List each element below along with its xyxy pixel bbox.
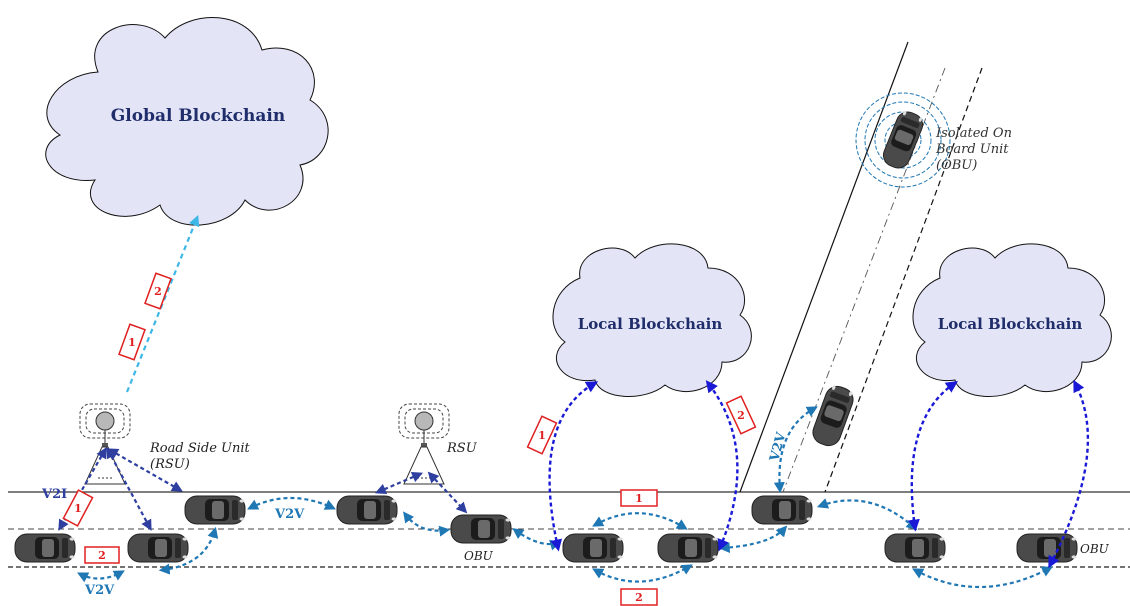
svg-text:2: 2 [98,549,106,562]
global-blockchain-cloud: Global Blockchain [45,17,329,226]
car-icon [127,533,189,563]
car-icon [751,495,813,525]
rsu-left: Road Side Unit (RSU) [79,403,251,485]
v2v-bottom-label: V2V [84,583,115,598]
vehicles [14,382,1078,563]
local-blockchain-cloud-left: Local Blockchain [552,243,752,397]
step-markers: 2 1 1 2 1 2 1 2 [62,272,757,606]
step-marker-global-2: 2 [144,272,172,310]
step-marker-road-2: 2 [620,588,658,606]
step-marker-local-1: 1 [526,415,558,455]
car-icon [450,514,512,544]
v2i-label: V2I [41,487,67,502]
step-marker-v2v-2: 2 [84,546,120,564]
car-icon [336,495,398,525]
svg-text:1: 1 [74,502,82,515]
car-icon [14,533,76,563]
local-blockchain-links [548,379,1089,569]
step-marker-road-1: 1 [620,489,658,507]
svg-text:1: 1 [128,336,136,349]
rsu-full-label-line2: (RSU) [150,457,190,472]
svg-text:1: 1 [538,429,546,442]
car-icon [809,382,857,450]
cloud-icon [912,243,1112,397]
global-blockchain-label: Global Blockchain [111,106,285,126]
obu-label-1: OBU [464,549,494,563]
isolated-obu: Isolated On Board Unit (OBU) [855,92,1012,188]
isolated-label-line2: Board Unit [935,142,1009,157]
car-icon [562,533,624,563]
step-marker-v2i-1: 1 [62,489,94,527]
rsu-middle: RSU [398,403,478,485]
rsu-full-label-line1: Road Side Unit [149,441,251,456]
local-blockchain-label-right: Local Blockchain [938,315,1083,333]
svg-text:2: 2 [154,285,162,298]
car-icon [657,533,719,563]
car-icon [879,108,927,172]
car-icon [184,495,246,525]
isolated-label-line3: (OBU) [936,158,977,173]
svg-text:2: 2 [635,591,643,604]
isolated-label-line1: Isolated On [935,126,1012,141]
cloud-icon [552,243,752,397]
antenna-icon [398,403,450,485]
car-icon [1016,533,1078,563]
rsu-short-label: RSU [446,441,478,456]
antenna-icon [79,403,131,485]
step-marker-local-2: 2 [725,395,757,435]
car-icon [884,533,946,563]
svg-text:2: 2 [737,409,745,422]
step-marker-global-1: 1 [118,323,146,361]
v2v-ramp-label: V2V [767,430,790,464]
svg-text:1: 1 [635,492,643,505]
v2v-mid-label: V2V [274,507,305,522]
local-blockchain-label-left: Local Blockchain [578,315,723,333]
local-blockchain-cloud-right: Local Blockchain [912,243,1112,397]
obu-label-2: OBU [1080,542,1110,556]
cloud-icon [45,17,329,226]
